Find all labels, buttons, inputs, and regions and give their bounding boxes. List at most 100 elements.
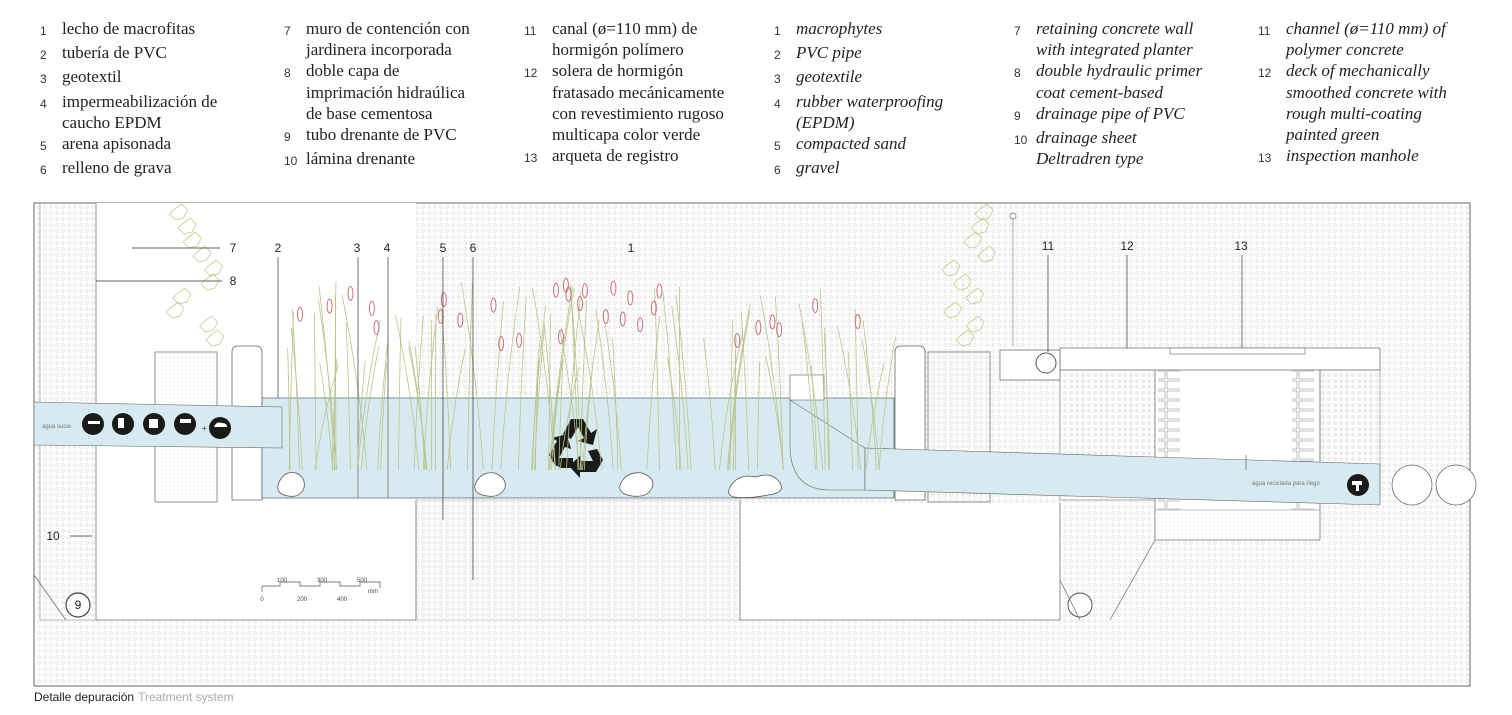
drainage-pipe-right (1067, 592, 1093, 618)
reed-blade (517, 296, 527, 471)
vine-leaf (970, 217, 990, 235)
callout-1: 1 (628, 241, 635, 255)
reed-blade (360, 345, 380, 471)
reed-blade (612, 338, 619, 471)
reed-blade (823, 333, 831, 471)
legend-text: PVC pipe (796, 43, 862, 63)
legend-text: geotextil (62, 67, 122, 87)
vine-leaf (205, 329, 225, 347)
legend-text: compacted sand (796, 134, 907, 154)
reed-blade (357, 319, 381, 471)
reed-blade (548, 286, 574, 471)
reed-blade (291, 309, 300, 471)
legend-number: 11 (1258, 24, 1271, 38)
reed-blade (667, 358, 682, 471)
legend-text: retaining concrete wall with integrated … (1036, 19, 1194, 60)
callout-4: 4 (384, 241, 391, 255)
reed-blade (583, 361, 594, 471)
reed-blade (531, 341, 541, 471)
reed-blade (646, 316, 661, 471)
legend-text: tubo drenante de PVC (306, 125, 457, 145)
reed-blade (703, 337, 716, 471)
vine-leaf (199, 315, 219, 333)
cattail-head (734, 332, 741, 348)
reed-blade (577, 308, 603, 471)
legend-number: 3 (40, 72, 47, 87)
legend-number: 9 (284, 130, 291, 145)
center-void (740, 503, 1060, 620)
cattail-head (656, 283, 663, 299)
reed-blade (395, 315, 420, 471)
legend-text: macrophytes (796, 19, 883, 38)
reed-blade (460, 282, 484, 471)
vine-leaf (941, 259, 961, 277)
legend-number: 6 (774, 163, 781, 178)
vine-leaf (182, 231, 202, 249)
legend-number: 7 (284, 24, 291, 38)
cattail-head (440, 292, 447, 308)
reed-blade (675, 295, 692, 471)
reed-blade (319, 363, 334, 471)
cattail-head (498, 336, 505, 352)
reed-blade (756, 362, 761, 471)
legend-item: 2 PVC pipe (774, 42, 943, 66)
svg-text:500: 500 (357, 578, 368, 584)
reed-blade (467, 282, 473, 471)
legend-number: 10 (284, 154, 298, 169)
legend-text: rubber waterproofing (EPDM) (796, 91, 944, 132)
legend-text: geotextile (796, 67, 863, 87)
reed-blade (718, 332, 743, 471)
outlet-label: agua reciclada para riego (1252, 481, 1320, 487)
outlet-pipe (864, 447, 1381, 506)
legend-text: canal (ø=110 mm) de hormigón polímero (552, 19, 698, 60)
legend-text: double hydraulic primer coat cement-base… (1036, 61, 1203, 102)
svg-text:0: 0 (260, 597, 264, 603)
reed-blade (532, 288, 556, 471)
inlet-icons (82, 413, 1369, 496)
svg-text:100: 100 (277, 578, 288, 584)
reed-blade (559, 366, 580, 471)
callout-9: 9 (75, 598, 82, 612)
callout-10: 10 (46, 529, 60, 543)
reed-blade (729, 321, 734, 471)
reed-blade (810, 365, 818, 471)
caption-en: Treatment system (138, 690, 234, 704)
wetland-basin-water (261, 397, 895, 499)
reed-blade (414, 346, 426, 471)
cattail-head (347, 285, 354, 301)
callout-7: 7 (230, 241, 237, 255)
reed-blade (543, 319, 556, 471)
vine-leaf (177, 217, 197, 235)
callout-2: 2 (275, 241, 282, 255)
legend-number: 13 (524, 151, 538, 166)
legend-text: relleno de grava (62, 158, 172, 178)
reed-blade (604, 323, 622, 471)
vine-leaf (165, 301, 185, 319)
reed-blade (765, 355, 784, 471)
reed-blade (500, 286, 521, 471)
cattail-head (776, 322, 783, 338)
cattail-head (457, 312, 464, 328)
callout-6: 6 (470, 241, 477, 255)
legend-text: doble capa de imprimación hidraúlica de … (306, 61, 466, 123)
inlet-label: agua sucia (42, 424, 72, 430)
reed-blade (548, 313, 552, 471)
callout-12: 12 (1120, 239, 1134, 253)
legend-number: 2 (774, 48, 781, 63)
reed-blade (595, 309, 614, 471)
legend-number: 3 (774, 72, 781, 87)
reed-blade (774, 296, 784, 471)
